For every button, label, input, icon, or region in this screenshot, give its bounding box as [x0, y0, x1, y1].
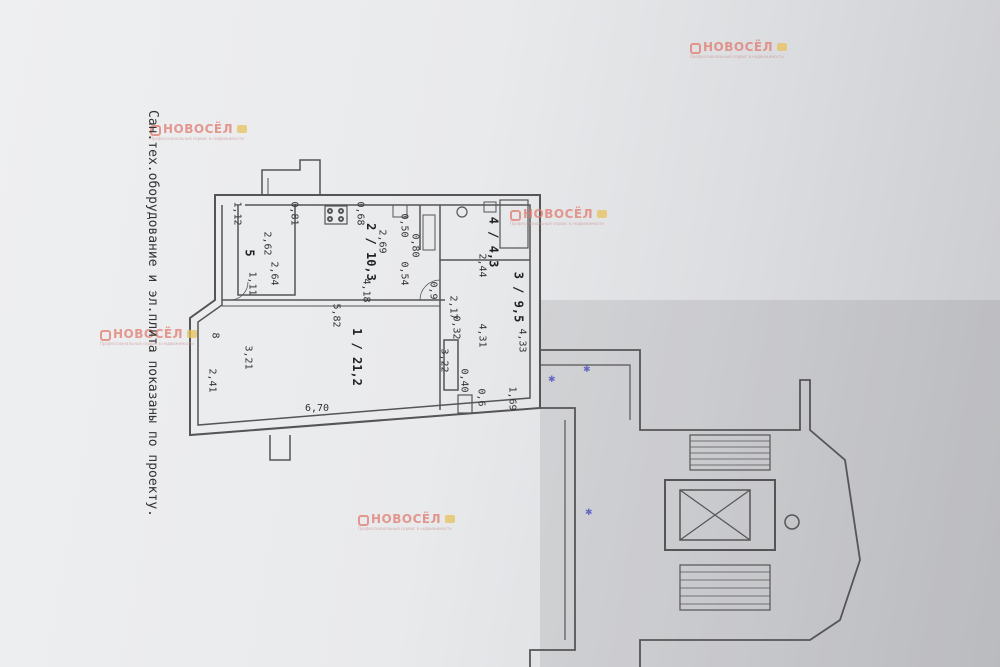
dim-label: 8 [209, 332, 221, 339]
apartment-outer-wall [189, 194, 541, 437]
dim-label: 4,31 [476, 323, 488, 348]
room-5-label: 5 [242, 249, 257, 257]
dim-label: 3,22 [438, 348, 450, 373]
dim-label: 0,54 [398, 261, 410, 286]
dim-label: 0,68 [354, 201, 366, 226]
dim-label: 1,11 [246, 271, 258, 296]
column [443, 339, 459, 391]
dim-label: 2,69 [376, 229, 388, 254]
bathtub [499, 199, 529, 249]
room-1-label: 1 / 21,2 [349, 328, 364, 386]
equipment-note: Сан.тех.оборудование и эл.плита показаны… [145, 110, 160, 517]
dim-label: 0,32 [450, 315, 462, 340]
stamp-mark-2: ✱ [583, 365, 591, 375]
corridor-wall [540, 349, 861, 667]
dim-label: 1,12 [231, 201, 243, 226]
dim-label: 0,80 [409, 233, 421, 258]
dim-label: 2,64 [268, 261, 280, 286]
dim-label: 5,82 [330, 303, 342, 328]
dim-label: 3,21 [242, 345, 254, 370]
circle-marker [784, 514, 800, 530]
dim-label: 2,41 [206, 368, 218, 393]
dim-label: 0,50 [398, 213, 410, 238]
dim-label: 4,33 [516, 328, 528, 353]
staircase-upper [689, 434, 771, 471]
dim-label: 0,81 [288, 201, 300, 226]
dim-label: 0,6 [475, 388, 487, 407]
stove [324, 205, 348, 225]
stamp-mark-3: ✱ [585, 508, 593, 518]
dim-label: 2,62 [261, 231, 273, 256]
room-3-label: 3 / 9,5 [511, 271, 526, 323]
dim-label: 0,9 [427, 281, 439, 300]
dim-label: 6,70 [305, 403, 330, 414]
room-4-label: 4 / 4,3 [486, 216, 501, 268]
dim-label: 0,40 [458, 368, 470, 393]
dim-label: 4,18 [360, 278, 372, 303]
sink [483, 201, 497, 213]
dim-label: 2,44 [476, 253, 488, 278]
dim-label: 1,69 [506, 386, 518, 411]
toilet [456, 206, 468, 218]
elevator-shaft [664, 479, 776, 551]
staircase-lower [679, 564, 771, 611]
kitchen-sink [392, 204, 408, 218]
loggia-wall [237, 205, 296, 296]
stamp-mark-1: ✱ [548, 375, 556, 385]
